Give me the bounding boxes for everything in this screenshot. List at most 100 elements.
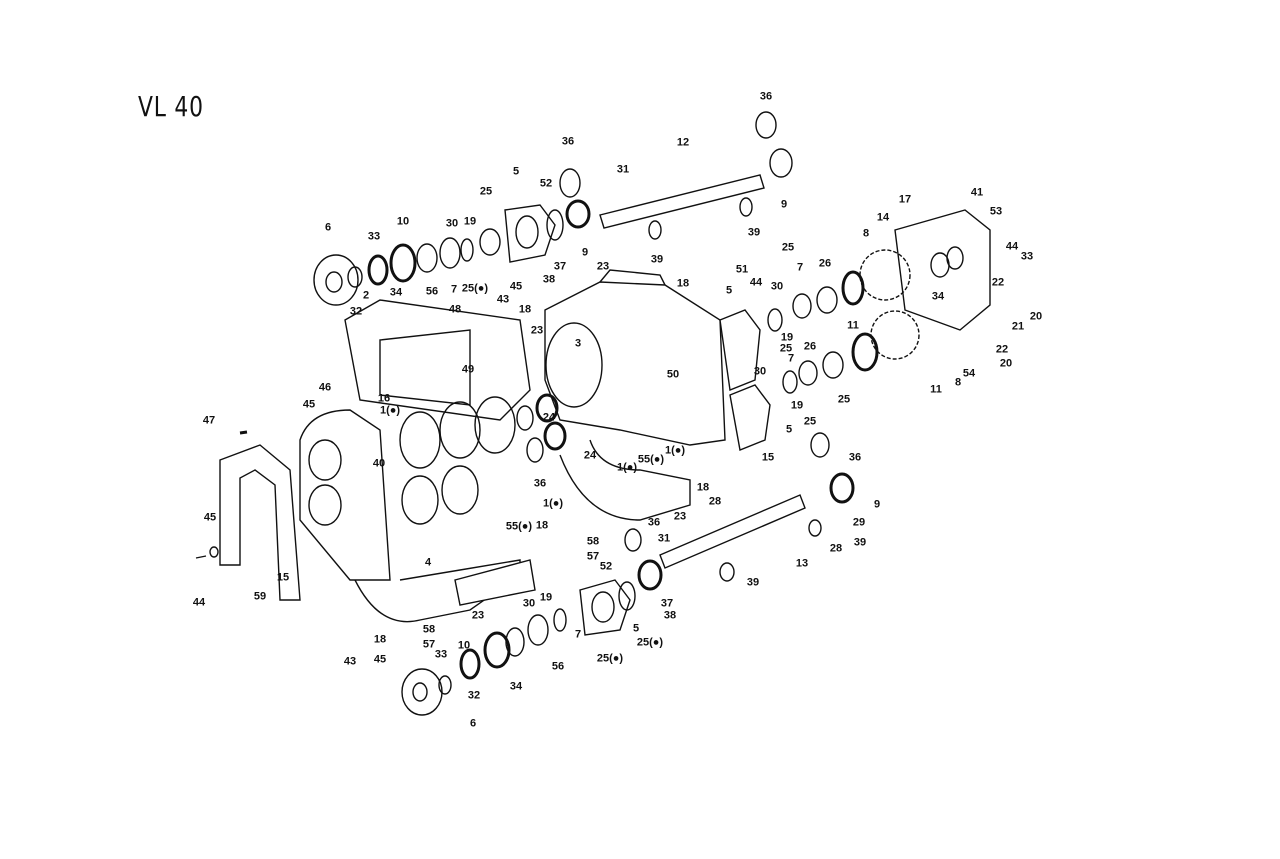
part-callout-label: 47 xyxy=(202,414,216,427)
part-callout-label: 32 xyxy=(349,305,363,318)
part-callout-label: 45 xyxy=(302,398,316,411)
part-callout-label: 15 xyxy=(761,451,775,464)
part-callout-label: 45 xyxy=(203,511,217,524)
central-housing xyxy=(516,269,726,521)
part-callout-label: 5 xyxy=(512,165,520,178)
upper-shaft xyxy=(559,111,793,240)
part-callout-label: 31 xyxy=(616,163,630,176)
part-callout-label: 32 xyxy=(467,689,481,702)
part-callout-label: 23 xyxy=(471,609,485,622)
part-callout-label: 22 xyxy=(995,343,1009,356)
part-callout-label: 58 xyxy=(422,623,436,636)
part-callout-label: 26 xyxy=(818,257,832,270)
part-callout-label: 8 xyxy=(862,227,870,240)
part-callout-label: 11 xyxy=(930,383,942,396)
part-callout-label: 38 xyxy=(663,609,677,622)
part-callout-label: 7 xyxy=(787,352,795,365)
part-callout-label: 23 xyxy=(673,510,687,523)
part-callout-label: 34 xyxy=(509,680,523,693)
part-callout-label: 34 xyxy=(389,286,403,299)
part-callout-label: 52 xyxy=(599,560,613,573)
part-callout-label: 28 xyxy=(708,495,722,508)
part-callout-label: 6 xyxy=(324,221,332,234)
part-callout-label: 36 xyxy=(759,90,773,103)
part-callout-label: 9 xyxy=(873,498,881,511)
part-callout-label: 50 xyxy=(666,368,680,381)
part-callout-label: 53 xyxy=(989,205,1003,218)
part-callout-label: 36 xyxy=(647,516,661,529)
part-callout-label: 52 xyxy=(539,177,553,190)
part-callout-label: 6 xyxy=(469,717,477,730)
part-callout-label: 25(●) xyxy=(596,652,624,665)
part-callout-label: 59 xyxy=(253,590,267,603)
part-callout-label: 54 xyxy=(962,367,976,380)
part-callout-label: 36 xyxy=(533,477,547,490)
part-callout-label: 33 xyxy=(1020,250,1034,263)
part-callout-label: 25 xyxy=(803,415,817,428)
part-callout-label: 30 xyxy=(445,217,459,230)
part-callout-label: 49 xyxy=(461,363,475,376)
part-callout-label: 43 xyxy=(343,655,357,668)
part-callout-label: 4 xyxy=(424,556,432,569)
left-housing xyxy=(299,299,536,623)
part-callout-label: 44 xyxy=(192,596,206,609)
part-callout-label: 28 xyxy=(829,542,843,555)
part-callout-label: 29 xyxy=(852,516,866,529)
part-callout-label: 19 xyxy=(790,399,804,412)
part-callout-label: 36 xyxy=(561,135,575,148)
part-callout-label: 25(●) xyxy=(636,636,664,649)
part-callout-label: 2 xyxy=(362,289,370,302)
part-callout-label: 24 xyxy=(542,411,556,424)
part-callout-label: 18 xyxy=(696,481,710,494)
part-callout-label: 37 xyxy=(553,260,567,273)
diagram-title: VL 40 xyxy=(138,90,204,123)
part-callout-label: 1(●) xyxy=(616,461,638,474)
part-callout-label: 33 xyxy=(434,648,448,661)
part-callout-label: 20 xyxy=(999,357,1013,370)
part-callout-label: 15 xyxy=(276,571,290,584)
part-callout-label: 16 xyxy=(377,392,391,405)
part-callout-label: 18 xyxy=(373,633,387,646)
part-callout-label: 44 xyxy=(749,276,763,289)
part-callout-label: 11 xyxy=(847,319,859,332)
part-callout-label: 18 xyxy=(518,303,532,316)
part-callout-label: 7 xyxy=(796,261,804,274)
part-callout-label: 57 xyxy=(586,550,600,563)
part-callout-label: 9 xyxy=(780,198,788,211)
part-callout-label: 34 xyxy=(931,290,945,303)
part-callout-label: 30 xyxy=(522,597,536,610)
part-callout-label: 55(●) xyxy=(637,453,665,466)
part-callout-label: 26 xyxy=(803,340,817,353)
part-callout-label: 38 xyxy=(542,273,556,286)
part-callout-label: 5 xyxy=(632,622,640,635)
part-callout-label: 39 xyxy=(650,253,664,266)
part-callout-label: 19 xyxy=(539,591,553,604)
part-callout-label: 5 xyxy=(725,284,733,297)
part-callout-label: 40 xyxy=(372,457,386,470)
part-callout-label: 10 xyxy=(396,215,410,228)
part-callout-label: 23 xyxy=(530,324,544,337)
part-callout-label: 25(●) xyxy=(461,282,489,295)
lower-left-bearing-group xyxy=(401,579,636,716)
part-callout-label: 39 xyxy=(853,536,867,549)
part-callout-label: 22 xyxy=(991,276,1005,289)
part-callout-label: 17 xyxy=(898,193,912,206)
part-callout-label: 39 xyxy=(747,226,761,239)
part-callout-label: 58 xyxy=(586,535,600,548)
part-callout-label: 30 xyxy=(770,280,784,293)
part-callout-label: 51 xyxy=(735,263,749,276)
part-callout-label: 7 xyxy=(574,628,582,641)
part-callout-label: 10 xyxy=(457,639,471,652)
part-callout-label: 33 xyxy=(367,230,381,243)
part-callout-label: 18 xyxy=(535,519,549,532)
part-callout-label: 41 xyxy=(970,186,984,199)
part-callout-label: 8 xyxy=(954,376,962,389)
part-callout-label: 14 xyxy=(876,211,890,224)
part-callout-label: 24 xyxy=(583,449,597,462)
part-callout-label: 57 xyxy=(422,638,436,651)
part-callout-label: 56 xyxy=(551,660,565,673)
part-callout-label: 23 xyxy=(596,260,610,273)
part-callout-label: 1(●) xyxy=(542,497,564,510)
part-callout-label: 48 xyxy=(448,303,462,316)
part-callout-label: 7 xyxy=(450,283,458,296)
